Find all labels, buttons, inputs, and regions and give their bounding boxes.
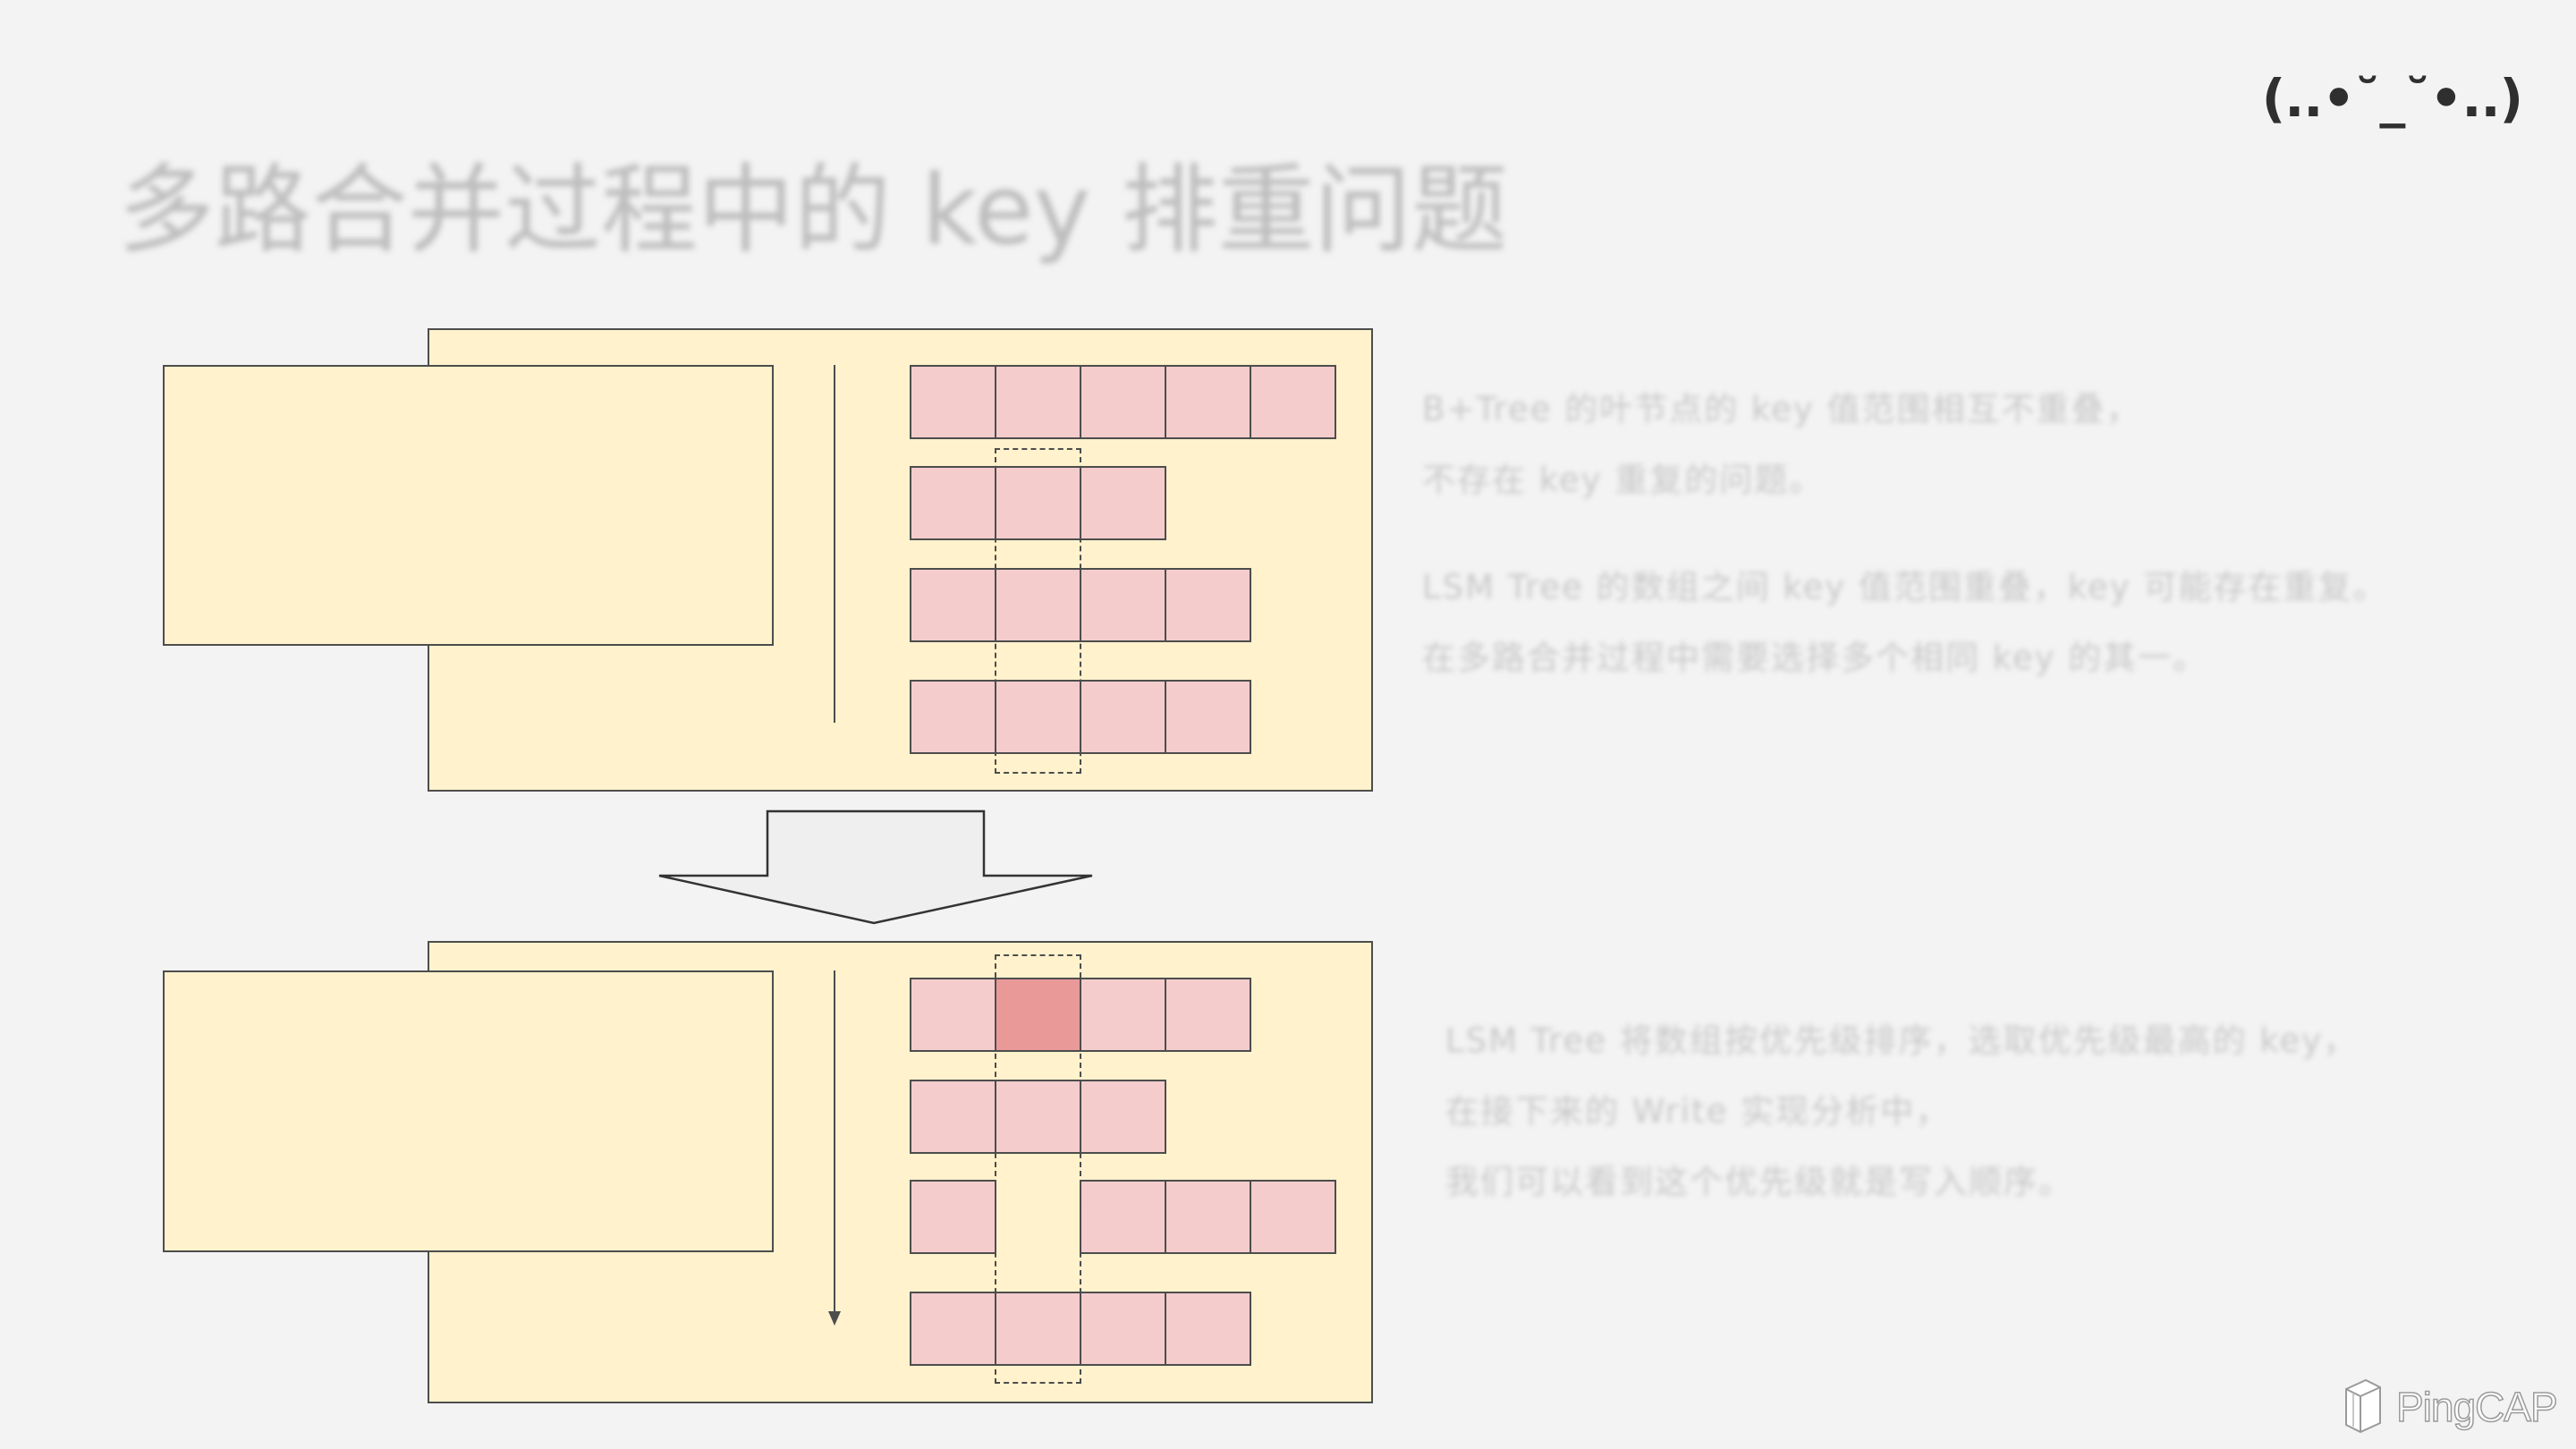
array-cell <box>910 978 996 1052</box>
duplicate-key-highlight <box>995 448 1081 774</box>
array-cell <box>1080 365 1166 439</box>
duplicate-key-highlight <box>995 954 1081 1384</box>
array-cell <box>910 466 996 540</box>
note-line: 我们可以看到这个优先级就是写入顺序。 <box>1445 1163 2073 1201</box>
note-line: 不存在 key 重复的问题。 <box>1422 461 1825 499</box>
upper-array-row-1 <box>910 365 1336 439</box>
array-cell <box>1080 1180 1166 1254</box>
array-cell <box>995 568 1081 642</box>
page-title: 多路合并过程中的 key 排重问题 <box>118 155 1508 267</box>
array-cell <box>1080 1292 1166 1366</box>
array-cell <box>995 365 1081 439</box>
note-line: LSM Tree 将数组按优先级排序，选取优先级最高的 key， <box>1445 1021 2359 1060</box>
array-cell <box>1080 1080 1166 1154</box>
logo-text: PingCAP <box>2395 1383 2558 1431</box>
pingcap-logo-icon <box>2345 1378 2381 1434</box>
array-cell <box>910 1080 996 1154</box>
lower-array-row-1 <box>910 978 1251 1052</box>
merge-down-arrow-icon <box>658 809 1093 925</box>
kaomoji-mark: (..•˘_˘•..) <box>2261 68 2523 129</box>
upper-array-row-2 <box>910 466 1166 540</box>
array-cell <box>1080 466 1166 540</box>
array-cell <box>995 1080 1081 1154</box>
array-cell <box>1165 680 1251 754</box>
array-cell <box>995 1292 1081 1366</box>
lower-side-box <box>163 970 774 1252</box>
array-cell <box>910 568 996 642</box>
array-cell <box>1165 1292 1251 1366</box>
array-cell <box>1250 1180 1336 1254</box>
upper-order-line <box>834 365 835 723</box>
note-lsm-overlap: LSM Tree 的数组之间 key 值范围重叠，key 可能存在重复。 在多路… <box>1422 552 2387 693</box>
array-cell <box>1080 978 1166 1052</box>
upper-array-row-3 <box>910 568 1251 642</box>
array-cell <box>1165 365 1251 439</box>
note-line: 在多路合并过程中需要选择多个相同 key 的其一。 <box>1422 639 2208 677</box>
note-line: LSM Tree 的数组之间 key 值范围重叠，key 可能存在重复。 <box>1422 568 2388 606</box>
array-cell <box>1165 978 1251 1052</box>
lower-array-row-2 <box>910 1080 1166 1154</box>
note-lsm-priority: LSM Tree 将数组按优先级排序，选取优先级最高的 key， 在接下来的 W… <box>1445 1005 2358 1217</box>
note-line: B+Tree 的叶节点的 key 值范围相互不重叠， <box>1422 390 2141 428</box>
upper-array-row-4 <box>910 680 1251 754</box>
lower-array-row-4 <box>910 1292 1251 1366</box>
array-cell <box>1080 568 1166 642</box>
array-cell <box>1250 365 1336 439</box>
note-btree: B+Tree 的叶节点的 key 值范围相互不重叠， 不存在 key 重复的问题… <box>1422 374 2141 515</box>
array-cell <box>1165 1180 1251 1254</box>
array-cell <box>1080 680 1166 754</box>
note-line: 在接下来的 Write 实现分析中， <box>1445 1092 1951 1131</box>
upper-side-box <box>163 365 774 646</box>
array-cell <box>910 1292 996 1366</box>
array-cell <box>910 680 996 754</box>
priority-arrow-head-icon <box>828 1311 841 1326</box>
priority-order-line <box>834 970 835 1315</box>
array-cell <box>995 680 1081 754</box>
array-cell <box>910 1180 996 1254</box>
pingcap-logo: PingCAP <box>2341 1377 2566 1437</box>
array-cell <box>1165 568 1251 642</box>
lower-array-row-3 <box>910 1180 1336 1254</box>
array-cell <box>910 365 996 439</box>
